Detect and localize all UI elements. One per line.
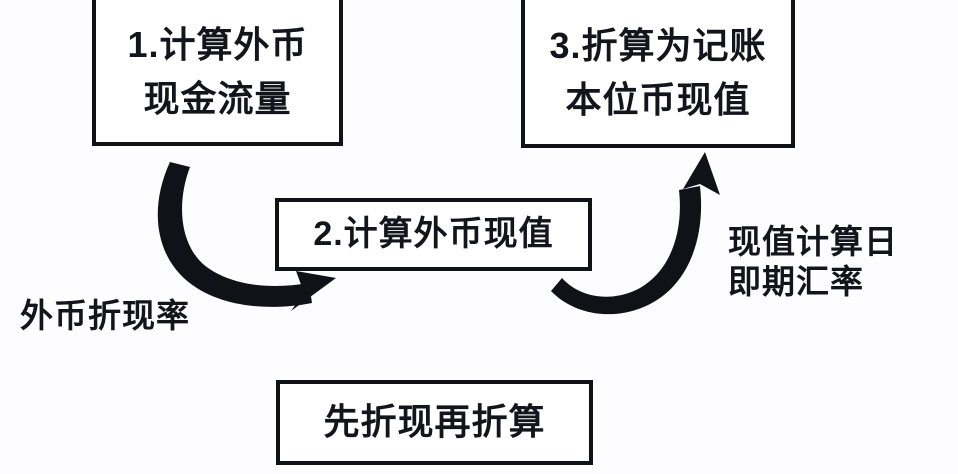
edge-label-right: 现值计算日 即期汇率: [728, 222, 898, 303]
node-step3-line1: 3.折算为记账: [549, 24, 767, 66]
node-step1-line2: 现金流量: [143, 78, 292, 119]
node-summary-line1: 先折现再折算: [323, 401, 546, 443]
node-step2-box[interactable]: 2.计算外币现值: [275, 198, 592, 271]
node-step1-line1: 1.计算外币: [127, 23, 308, 65]
node-step1-box[interactable]: 1.计算外币 现金流量: [92, 0, 343, 146]
node-step3-line2: 本位币现值: [565, 79, 751, 120]
edge-label-right-line1: 现值计算日: [728, 223, 898, 260]
node-step3-box[interactable]: 3.折算为记账 本位币现值: [521, 0, 795, 148]
edge-label-right-line2: 即期汇率: [728, 263, 864, 301]
node-summary-box[interactable]: 先折现再折算: [276, 380, 593, 465]
node-step2-line1: 2.计算外币现值: [313, 215, 554, 254]
edge-label-left: 外币折现率: [20, 297, 190, 334]
